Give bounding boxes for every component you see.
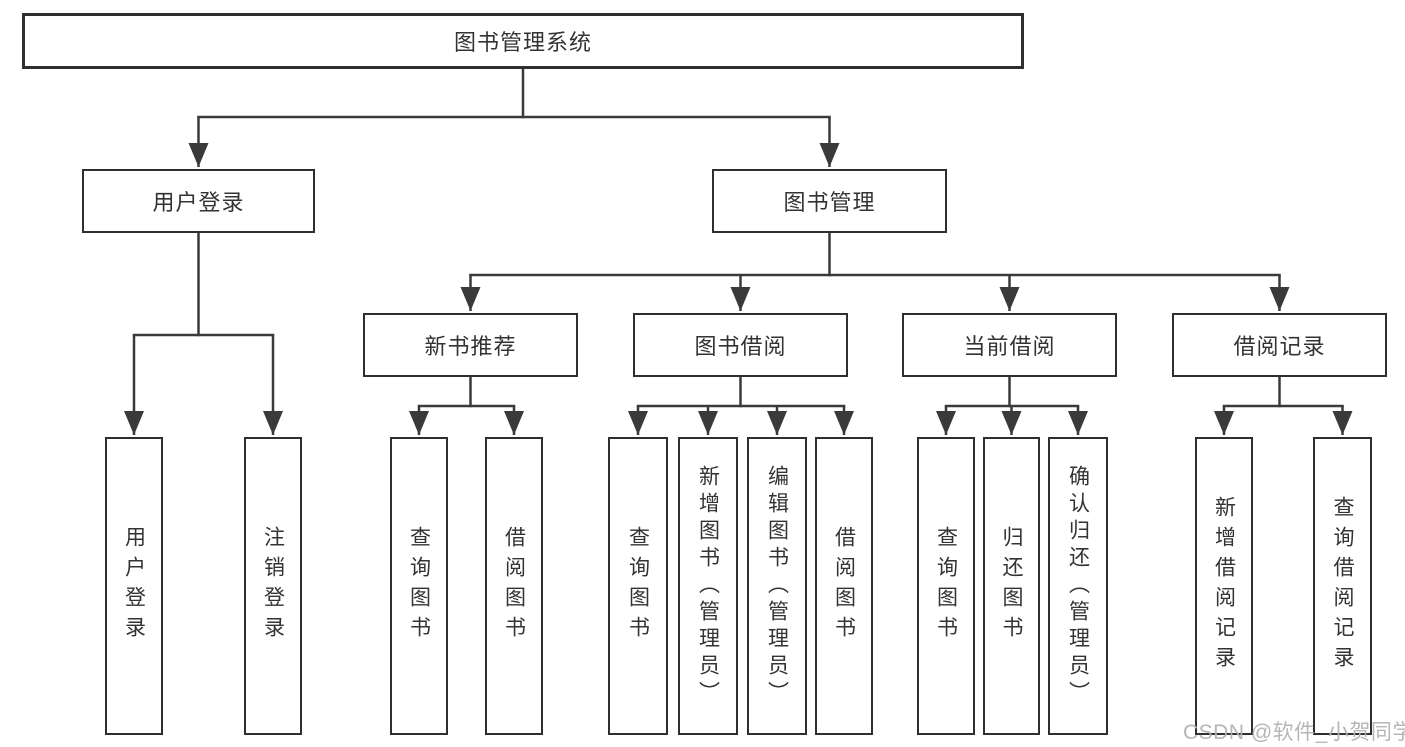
leaf-confirm-return-admin-label: 确认归还（管理员） [1066,464,1090,708]
leaf-borrow-books-1-label: 借阅图书 [502,526,526,646]
leaf-add-book-admin: 新增图书（管理员） [678,437,738,735]
leaf-return-books-label: 归还图书 [1000,526,1023,646]
leaf-edit-book-admin: 编辑图书（管理员） [747,437,807,735]
leaf-edit-book-admin-label: 编辑图书（管理员） [765,464,789,708]
leaf-query-books-1-label: 查询图书 [407,526,431,646]
leaf-confirm-return-admin: 确认归还（管理员） [1048,437,1108,735]
csdn-watermark: CSDN @软件_小贺同学 [1183,721,1405,744]
leaf-borrow-books-2-label: 借阅图书 [832,526,856,646]
leaf-add-borrow-record: 新增借阅记录 [1195,437,1253,735]
leaf-logout: 注销登录 [244,437,302,735]
leaf-logout-label: 注销登录 [261,526,285,646]
leaf-query-books-2: 查询图书 [608,437,668,735]
node-book-borrow: 图书借阅 [633,313,848,377]
node-borrow-records: 借阅记录 [1172,313,1387,377]
leaf-query-books-3-label: 查询图书 [934,526,958,646]
leaf-query-books-3: 查询图书 [917,437,975,735]
leaf-user-login: 用户登录 [105,437,163,735]
node-new-book-recommend: 新书推荐 [363,313,578,377]
leaf-return-books: 归还图书 [983,437,1040,735]
node-user-login: 用户登录 [82,169,315,233]
leaf-add-book-admin-label: 新增图书（管理员） [696,464,720,708]
leaf-query-borrow-record: 查询借阅记录 [1313,437,1372,735]
leaf-borrow-books-1: 借阅图书 [485,437,543,735]
node-library-management-system: 图书管理系统 [22,13,1024,69]
leaf-user-login-label: 用户登录 [122,526,146,646]
leaf-add-borrow-record-label: 新增借阅记录 [1212,496,1236,676]
leaf-borrow-books-2: 借阅图书 [815,437,873,735]
node-book-management: 图书管理 [712,169,947,233]
node-current-borrow: 当前借阅 [902,313,1117,377]
leaf-query-books-1: 查询图书 [390,437,448,735]
leaf-query-borrow-record-label: 查询借阅记录 [1331,496,1354,676]
leaf-query-books-2-label: 查询图书 [626,526,650,646]
